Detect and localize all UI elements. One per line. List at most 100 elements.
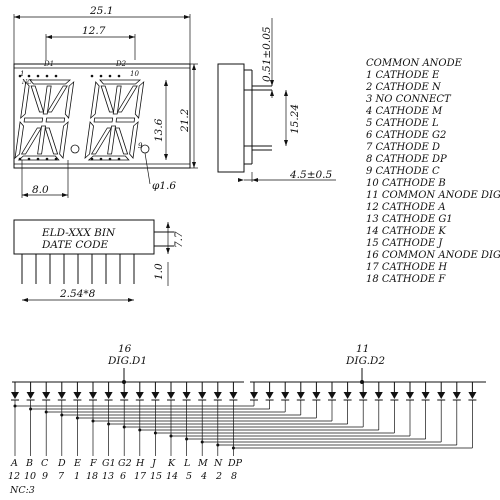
segment-label: N [213, 458, 223, 469]
pin-number-label: 15 [150, 471, 162, 482]
junction-dot [13, 404, 17, 408]
junction-dot [185, 437, 189, 441]
d1-label: D1 [43, 60, 54, 68]
segment-label: F [89, 458, 97, 469]
diode-symbol [468, 392, 477, 399]
diode-symbol [73, 392, 82, 399]
segment-label: C [41, 458, 49, 469]
thickness-dimension: 4.5±0.5 [289, 169, 333, 181]
junction-dot [29, 407, 33, 411]
pinout-list: COMMON ANODE 1 CATHODE E 2 CATHODE N 3 N… [365, 58, 500, 285]
junction-dot [60, 413, 64, 417]
pinout-row: 18 CATHODE F [366, 274, 446, 285]
bottom-view: ELD-XXX BIN DATE CODE 2.54*8 7.7 1.0 [13, 219, 185, 302]
diode-symbol [57, 392, 66, 399]
segment-label: E [73, 458, 81, 469]
diode-symbol [343, 392, 352, 399]
junction-dot [200, 440, 204, 444]
pin-number-label: 17 [134, 471, 147, 482]
junction-dot [153, 431, 157, 435]
pin-number-label: 2 [215, 471, 222, 482]
segment-label: G2 [118, 458, 132, 469]
junction-dot [138, 428, 142, 432]
diode-symbol [151, 392, 160, 399]
pin9-marker: 9 [138, 142, 143, 150]
junction-dot [91, 419, 95, 423]
pinout-row: 17 CATHODE H [366, 262, 447, 273]
bottom-height-dimension: 7.7 [173, 231, 185, 248]
schematic-labels: A B C D E F G1 G2 H J K L M N DP 12 10 9… [8, 458, 243, 482]
pinout-row: 13 CATHODE G1 [366, 214, 453, 225]
pinout-row: 15 CATHODE J [366, 238, 443, 249]
diode-symbol [359, 392, 368, 399]
width-dimension: 25.1 [89, 5, 113, 17]
front-outline [13, 63, 191, 169]
dp-diameter-dimension: φ1.6 [152, 180, 176, 192]
diode-symbol [11, 392, 19, 399]
dp-1 [70, 144, 80, 154]
pin-number-label: 12 [8, 471, 20, 482]
junction-dot [44, 410, 48, 414]
segment-label: DP [227, 458, 243, 469]
diode-symbol [135, 392, 144, 399]
side-height-dimension: 15.24 [289, 104, 301, 134]
diode-symbol [167, 392, 175, 399]
pinout-row: 14 CATHODE K [366, 226, 446, 237]
pin-number-label: 7 [58, 471, 65, 482]
package-label-line1: ELD-XXX BIN [41, 227, 116, 239]
diode-symbol [452, 392, 461, 399]
diode-symbol [437, 392, 446, 399]
nc-marker: NC [21, 79, 32, 86]
pinout-title: COMMON ANODE [366, 58, 463, 69]
diode-symbol [229, 392, 238, 399]
pin-pitch-dimension: 2.54*8 [59, 288, 96, 300]
pinout-row: 12 CATHODE A [366, 202, 446, 213]
digit-1 [14, 79, 75, 161]
pin-number-label: 6 [120, 471, 126, 482]
junction-dot [122, 425, 126, 429]
junction-dot [107, 422, 111, 426]
top-pin-dots [18, 74, 121, 161]
body-height-dimension: 21.2 [179, 108, 191, 133]
junction-dot [231, 446, 235, 450]
diode-symbol [89, 392, 97, 399]
pitch-dimension: 12.7 [82, 25, 106, 37]
diode-symbol [250, 392, 258, 399]
diode-symbol [390, 392, 399, 399]
nc-note: NC:3 [9, 485, 35, 496]
bottom-pins [21, 254, 135, 284]
pin-number-label: 13 [102, 471, 114, 482]
diode-symbol [312, 392, 321, 399]
d2-label: D2 [115, 60, 127, 68]
pinout-row: 7 CATHODE D [366, 142, 440, 153]
dig2-pin-number: 11 [356, 343, 369, 355]
dig2-label: DIG.D2 [345, 355, 385, 367]
pinout-row: 1 CATHODE E [366, 70, 440, 81]
pin-number-label: 18 [86, 471, 98, 482]
diode-symbol [281, 392, 290, 399]
pinout-row: 10 CATHODE B [366, 178, 446, 189]
segment-label: J [150, 458, 157, 469]
char-height-dimension: 13.6 [153, 118, 165, 142]
pin-number-label: 1 [74, 471, 80, 482]
dig1-label: DIG.D1 [107, 355, 147, 367]
pinout-row: 4 CATHODE M [365, 106, 443, 117]
pinout-row: 6 CATHODE G2 [366, 130, 446, 141]
pin1-marker: 1 [20, 70, 24, 78]
diode-symbol [265, 392, 274, 399]
segment-label: A [10, 458, 18, 469]
junction-dot [216, 443, 220, 447]
pin-number-label: 5 [186, 471, 192, 482]
segment-label: D [57, 458, 66, 469]
pin-number-label: 10 [24, 471, 36, 482]
diode-symbol [198, 392, 207, 399]
pin10-marker: 10 [130, 70, 139, 78]
pinout-row: 8 CATHODE DP [366, 154, 447, 165]
front-view: 25.1 12.7 [13, 5, 198, 198]
diode-symbol [182, 392, 191, 399]
diode-symbol [406, 392, 414, 399]
diode-symbol [26, 392, 35, 399]
pin-number-label: 9 [42, 471, 48, 482]
pin-depth-dimension: 0.51±0.05 [261, 26, 273, 82]
